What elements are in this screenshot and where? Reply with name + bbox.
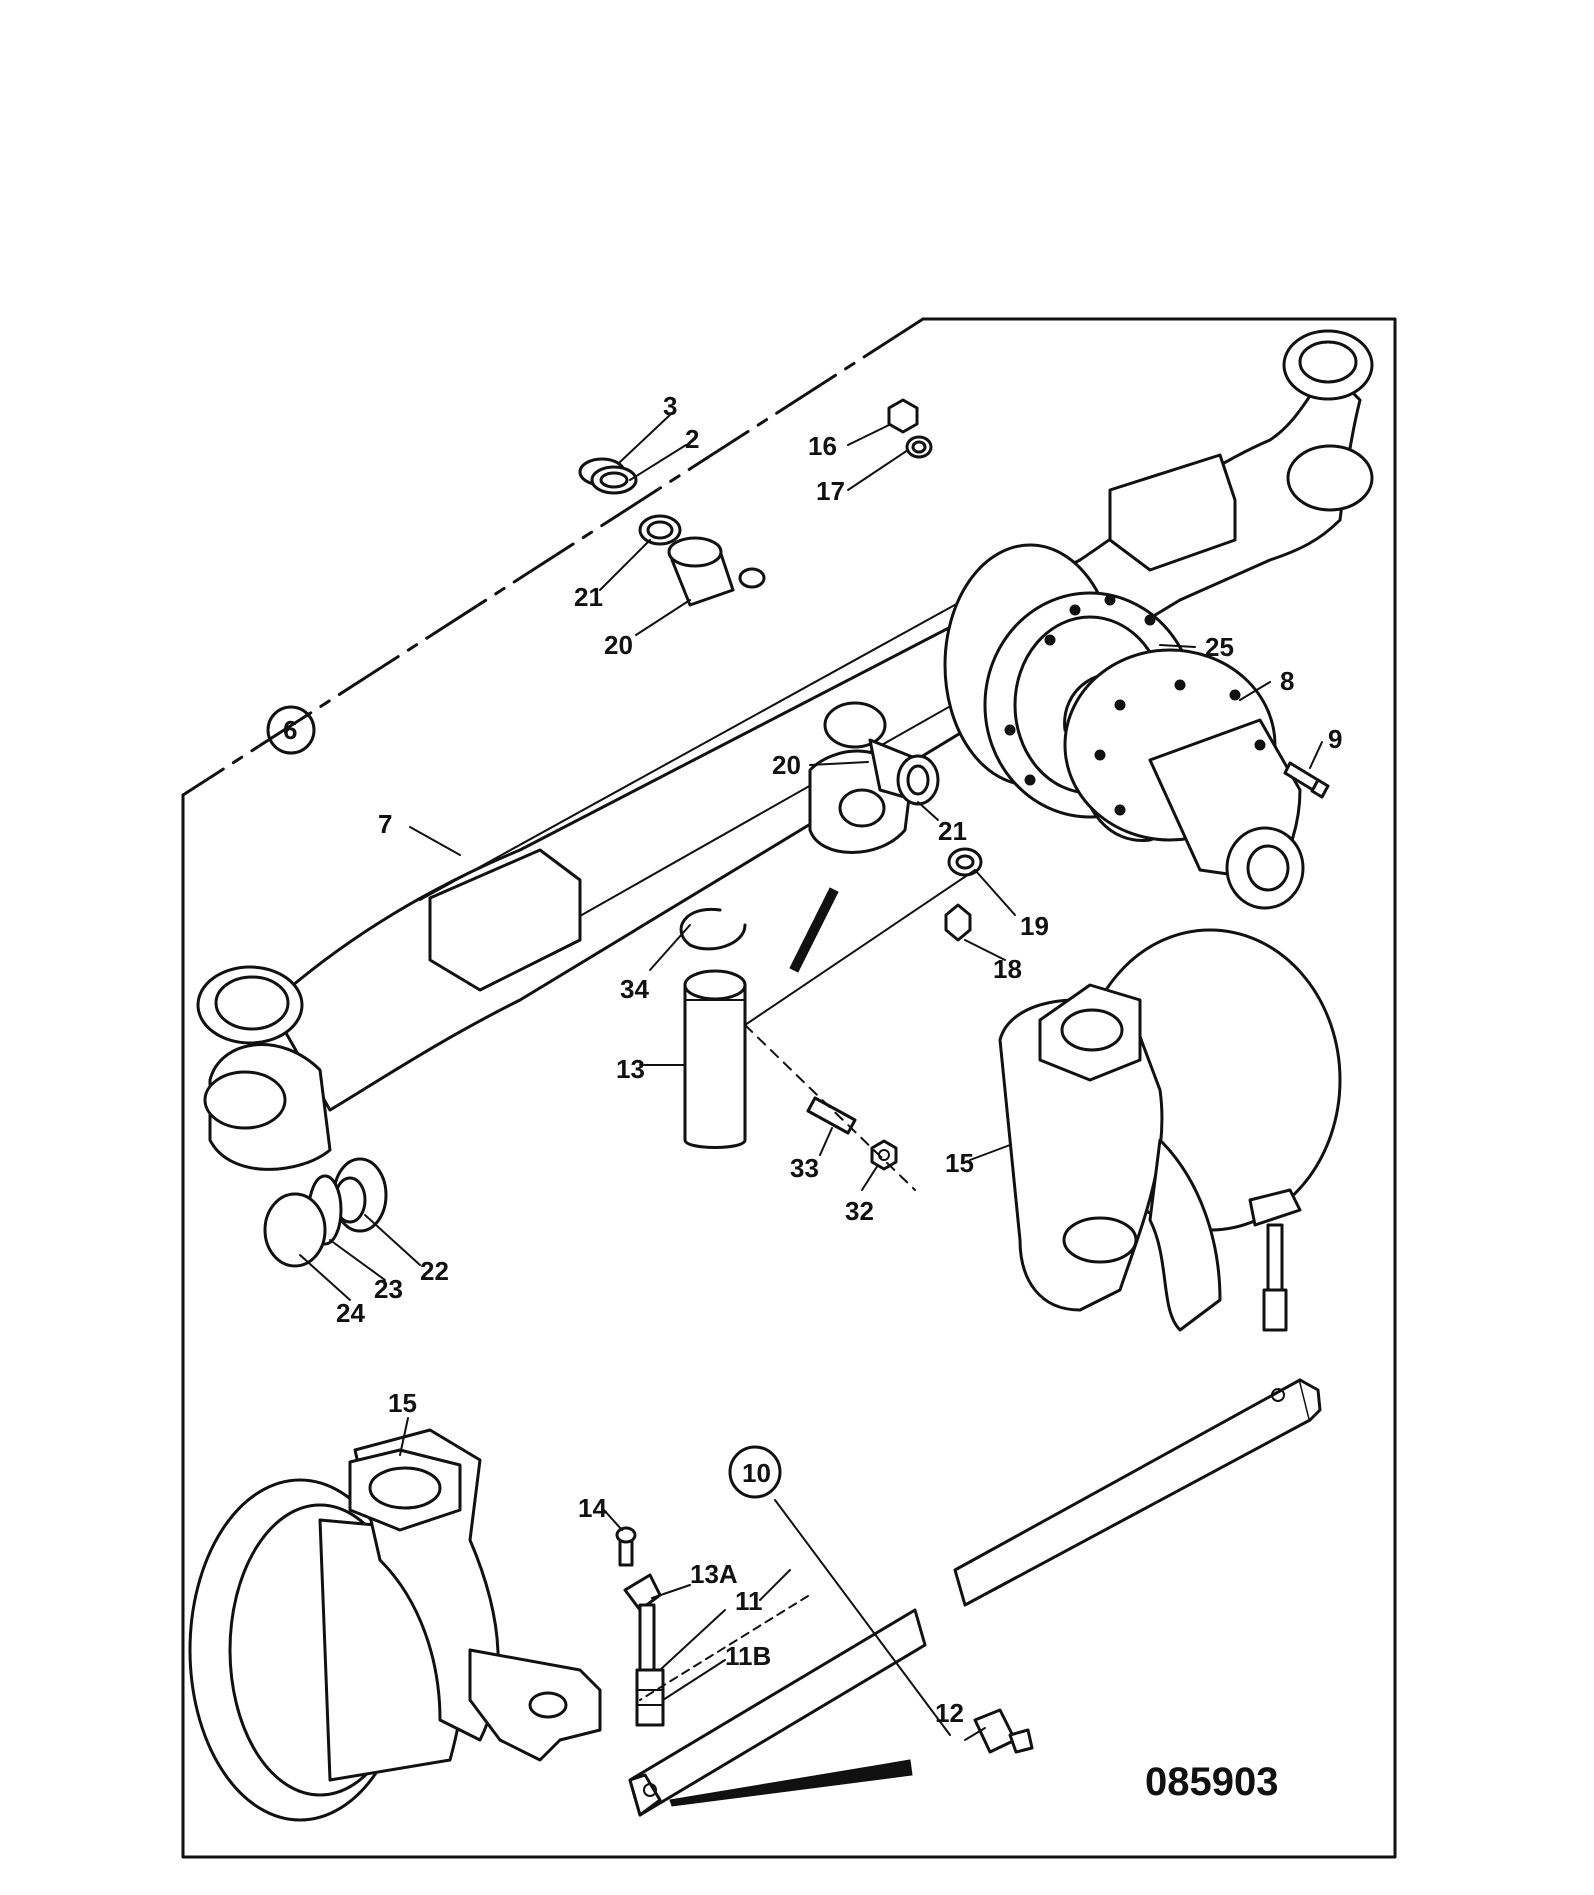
callout-15-left: 15 [388, 1388, 417, 1418]
callout-23: 23 [374, 1274, 403, 1304]
callout-8: 8 [1280, 666, 1294, 696]
pointer-arrow [789, 887, 839, 973]
track-rod-upper [953, 1378, 1322, 1607]
callout-2: 2 [685, 424, 699, 454]
callout-22: 22 [420, 1256, 449, 1286]
nut-16-washer-17 [887, 398, 933, 459]
callout-13A: 13A [690, 1559, 738, 1589]
leader-lines [299, 412, 1323, 1741]
hub-carrier-left [188, 1428, 602, 1822]
callout-11B: 11B [725, 1641, 771, 1671]
grease-nipple-12 [973, 1708, 1034, 1754]
callout-16: 16 [808, 431, 837, 461]
callout-15-right: 15 [945, 1148, 974, 1178]
bolt-9 [1283, 761, 1330, 799]
callout-33: 33 [790, 1153, 819, 1183]
callout-20-top: 20 [604, 630, 633, 660]
nut-32 [870, 1139, 898, 1171]
washers-2-3 [578, 457, 638, 495]
callout-17: 17 [816, 476, 845, 506]
callout-34: 34 [620, 974, 649, 1004]
pointer-arrow-lower [669, 1759, 913, 1807]
callout-18: 18 [993, 954, 1022, 984]
callout-6: 6 [283, 715, 297, 745]
washer-21-top [638, 514, 682, 546]
callout-19: 19 [1020, 911, 1049, 941]
callout-9: 9 [1328, 724, 1342, 754]
callout-24: 24 [336, 1298, 365, 1328]
callout-32: 32 [845, 1196, 874, 1226]
callout-11-a: 11 [735, 1586, 763, 1616]
washer-19-nut-18 [944, 847, 983, 942]
pivot-pin-13 [683, 969, 747, 1149]
grease-fitting-14 [615, 1526, 637, 1567]
circlip-34 [679, 907, 747, 951]
callout-7: 7 [378, 809, 392, 839]
bush-20-lower [868, 738, 940, 806]
callout-21-lower: 21 [938, 816, 967, 846]
hub-carrier-right [998, 928, 1342, 1332]
callout-3: 3 [663, 391, 677, 421]
differential-housing [943, 543, 1305, 910]
screw-33 [806, 1096, 857, 1135]
callout-20-lower: 20 [772, 750, 801, 780]
callout-13: 13 [616, 1054, 645, 1084]
axle-beam [196, 329, 1374, 1171]
callout-12: 12 [935, 1698, 964, 1728]
bracket-13A [623, 1573, 662, 1677]
callout-25: 25 [1205, 632, 1234, 662]
callout-labels: 3 2 16 17 21 20 6 7 25 8 9 20 21 19 18 3… [283, 391, 1342, 1804]
frame-border [181, 317, 1397, 1859]
callout-21-top: 21 [574, 582, 603, 612]
callout-10: 10 [742, 1458, 771, 1488]
drawing-number: 085903 [1145, 1760, 1278, 1804]
pin-11-11B [635, 1668, 665, 1727]
callout-circle-10 [728, 1445, 782, 1499]
bush-20-top [667, 536, 735, 607]
track-rod-lower [628, 1608, 927, 1817]
seal-set [263, 1157, 388, 1268]
callout-14: 14 [578, 1493, 607, 1523]
callout-circle-6 [266, 705, 316, 755]
